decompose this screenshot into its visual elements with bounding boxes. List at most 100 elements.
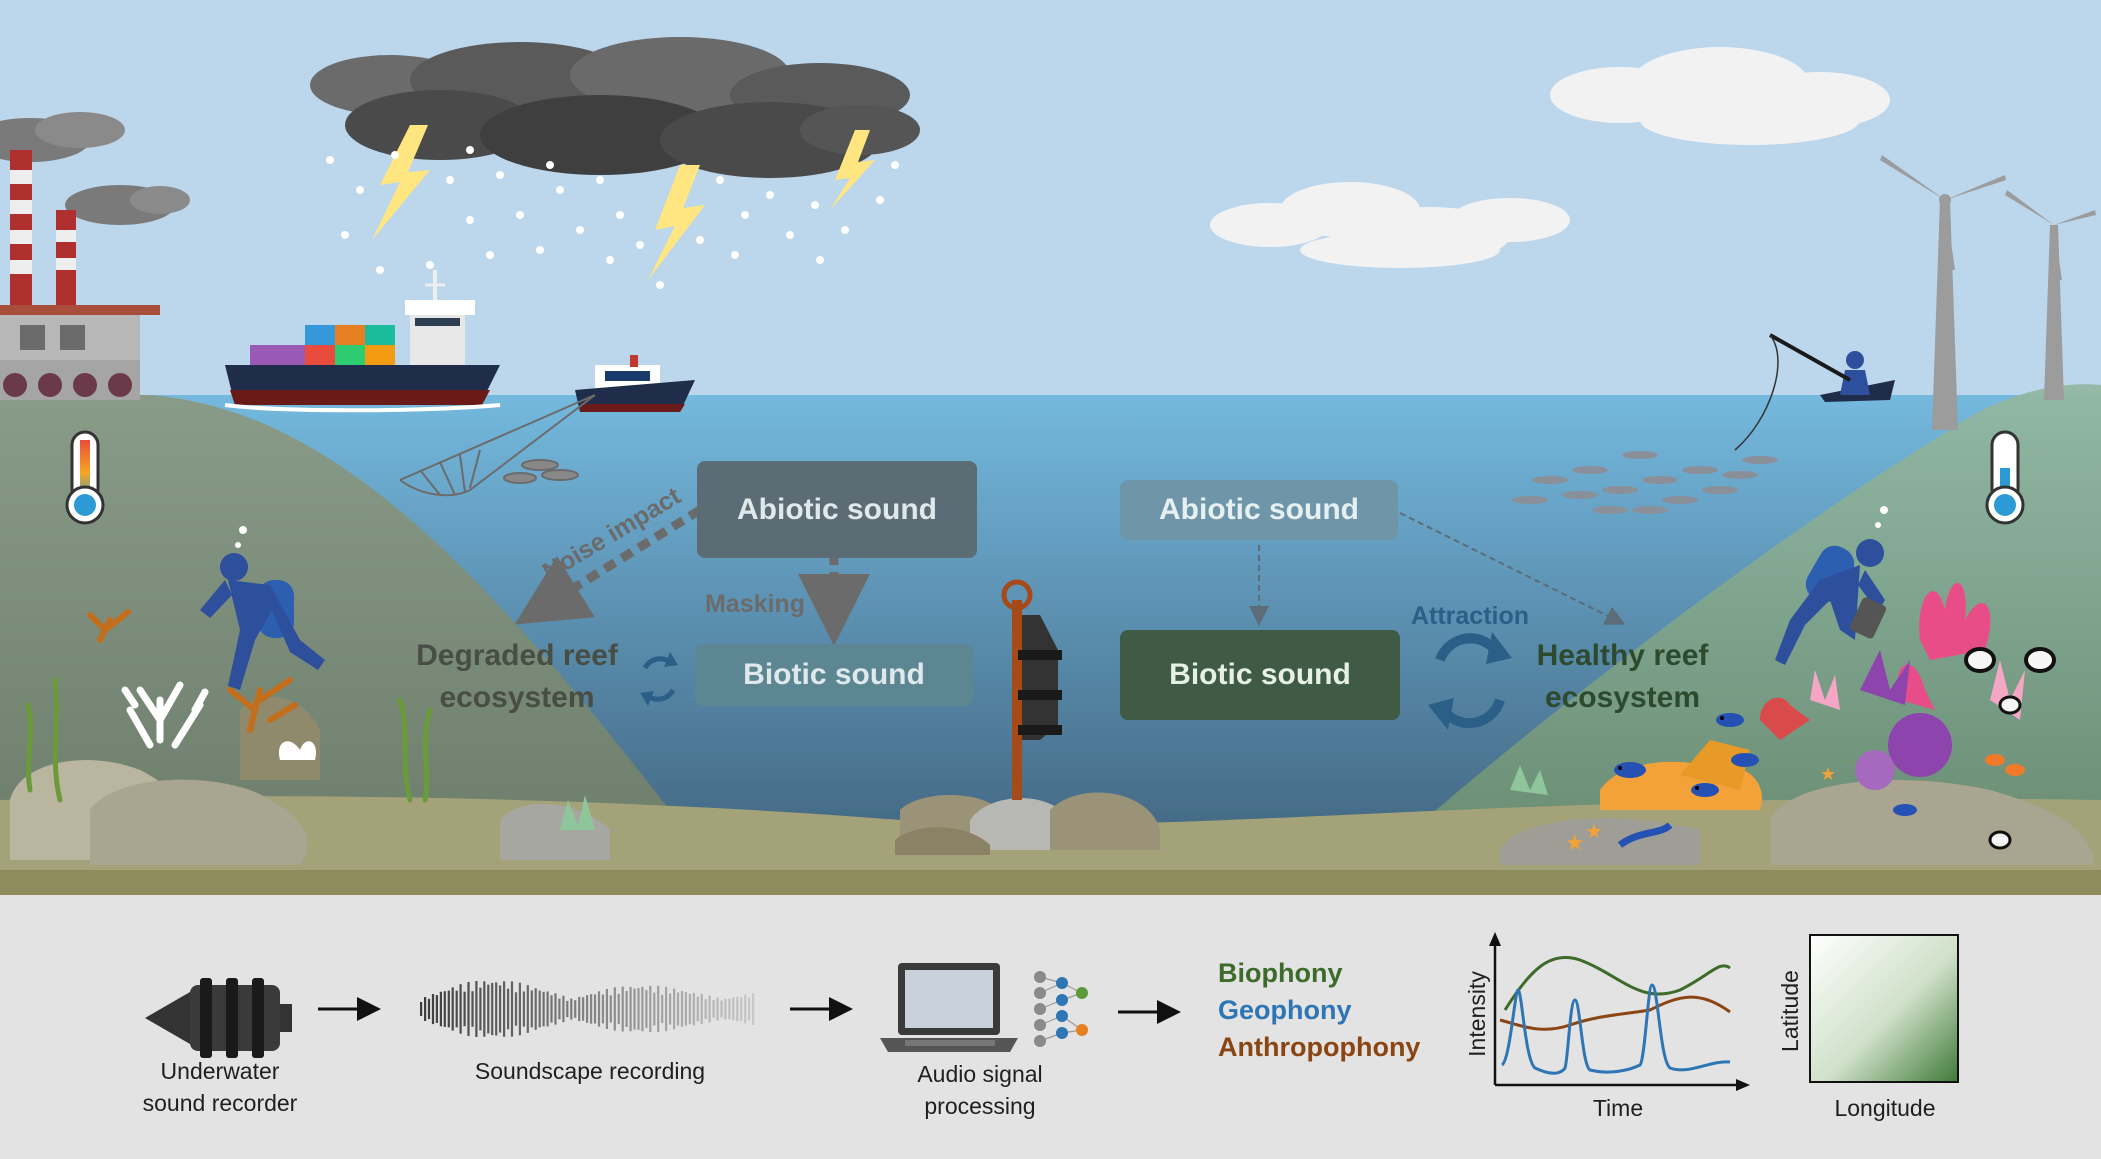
waveform-bar [499, 985, 502, 1033]
waveform-bar [673, 988, 676, 1030]
laptop-icon [880, 963, 1018, 1052]
waveform-bar [676, 992, 680, 1026]
waveform-bar [558, 998, 561, 1020]
cloud-icon [1210, 47, 1890, 268]
recorder-caption-line2: sound recorder [142, 1090, 298, 1116]
waveform-bar [518, 982, 521, 1036]
waveform-bar [570, 998, 573, 1020]
workflow-panel [0, 895, 2101, 1159]
waveform-bar [566, 1000, 569, 1018]
waveform-bar [578, 996, 581, 1022]
wind-turbine-icon [1880, 155, 2096, 430]
factory-icon [0, 112, 190, 400]
healthy-ecosystem-label: Healthy reef ecosystem [1500, 635, 1745, 719]
waveform-bar [613, 987, 616, 1031]
fish-school-icon [1512, 451, 1778, 514]
waveform-bar [601, 994, 604, 1024]
legend-biophony: Biophony [1218, 958, 1343, 988]
cycle-arrows-icon [640, 652, 678, 706]
waveform-bar [451, 987, 454, 1031]
waveform-bar [744, 994, 747, 1024]
waveform-bar [665, 986, 668, 1032]
waveform-bar [728, 998, 731, 1020]
waveform-bar [530, 990, 533, 1028]
noise-impact-arrow [514, 506, 703, 625]
waveform-bar [684, 992, 687, 1026]
abiotic-sound-degraded-box: Abiotic sound [697, 461, 977, 558]
soundscape-legend: Biophony Geophony Anthropophony [1218, 955, 1458, 1066]
waveform-bar [688, 993, 691, 1025]
coral-icon: ★ ★ ★ [1500, 582, 2095, 865]
waveform-bar [546, 991, 549, 1027]
fishing-boat-icon [575, 355, 695, 412]
waveform-bar [637, 988, 640, 1030]
waveform-bar [455, 990, 458, 1028]
waveform-bar [740, 997, 743, 1021]
waveform-bar [590, 994, 593, 1024]
intensity-chart [1489, 932, 1750, 1091]
waveform-bar [712, 1000, 715, 1018]
time-axis-label: Time [1592, 1095, 1644, 1121]
cycle-arrows-icon [1428, 632, 1512, 730]
waveform-bar [483, 981, 486, 1037]
recorder-caption-line1: Underwater [160, 1058, 280, 1084]
degraded-ecosystem-line1: Degraded reef [416, 639, 618, 672]
waveform-bar [467, 982, 470, 1036]
longitude-axis-label: Longitude [1834, 1095, 1936, 1121]
waveform-bar [475, 981, 478, 1037]
waveform-bar [621, 986, 624, 1032]
waveform-bar [653, 992, 656, 1026]
cargo-ship-icon [224, 270, 501, 413]
diver-icon [200, 526, 325, 690]
waveform-bar [510, 981, 514, 1037]
waveform-bar [459, 984, 462, 1034]
waveform-bar [609, 995, 612, 1023]
biotic-sound-degraded-box: Biotic sound [695, 644, 973, 706]
left-slope [0, 395, 700, 850]
waveform-bar [522, 991, 525, 1027]
waveform-bar [586, 995, 589, 1023]
fishing-net-icon [399, 394, 596, 497]
legend-geophony: Geophony [1218, 995, 1352, 1025]
healthy-ecosystem-line1: Healthy reef [1536, 639, 1709, 672]
waveform-bar [495, 982, 498, 1036]
waveform-bar [661, 994, 664, 1024]
waveform-bar [605, 988, 608, 1029]
waveform-bar [542, 991, 545, 1027]
waveform-bar [424, 997, 427, 1021]
waveform-bar [696, 996, 699, 1022]
waveform-bar [732, 997, 735, 1021]
waveform-bar [680, 991, 684, 1027]
legend-anthropophony: Anthropophony [1218, 1032, 1421, 1062]
waveform-bar [597, 991, 601, 1027]
svg-text:★: ★ [1565, 831, 1585, 856]
waveform-bar [748, 997, 751, 1021]
waveform-bar [534, 988, 537, 1030]
diver-icon [1775, 506, 1888, 665]
recording-caption: Soundscape recording [474, 1058, 706, 1084]
waveform-bar [629, 986, 632, 1032]
waveform-bar [538, 990, 541, 1028]
coral-icon [10, 609, 610, 865]
waveform-bar [669, 993, 672, 1025]
healthy-abiotic-to-ecosystem-arrow [1399, 512, 1626, 625]
waveform-bar [562, 995, 565, 1023]
waveform-bar [514, 992, 518, 1026]
healthy-ecosystem-line2: ecosystem [1544, 681, 1701, 714]
waveform-bar [487, 984, 490, 1034]
waveform-bar [439, 991, 442, 1027]
waveform-bar [700, 994, 703, 1025]
recorder-caption: Underwater sound recorder [120, 1055, 320, 1119]
thermometer-icon [65, 430, 105, 525]
degraded-ecosystem-line2: ecosystem [439, 681, 595, 714]
waveform-bar [645, 990, 648, 1028]
svg-text:★: ★ [1820, 764, 1836, 785]
waveform-bar [625, 991, 628, 1027]
waveform-bar [507, 988, 510, 1030]
waveform-bar [420, 1002, 423, 1016]
waveform-bar [736, 996, 739, 1022]
waveform-bar [724, 998, 727, 1020]
processing-caption-line2: processing [924, 1093, 1036, 1119]
waveform-bar [503, 981, 506, 1037]
